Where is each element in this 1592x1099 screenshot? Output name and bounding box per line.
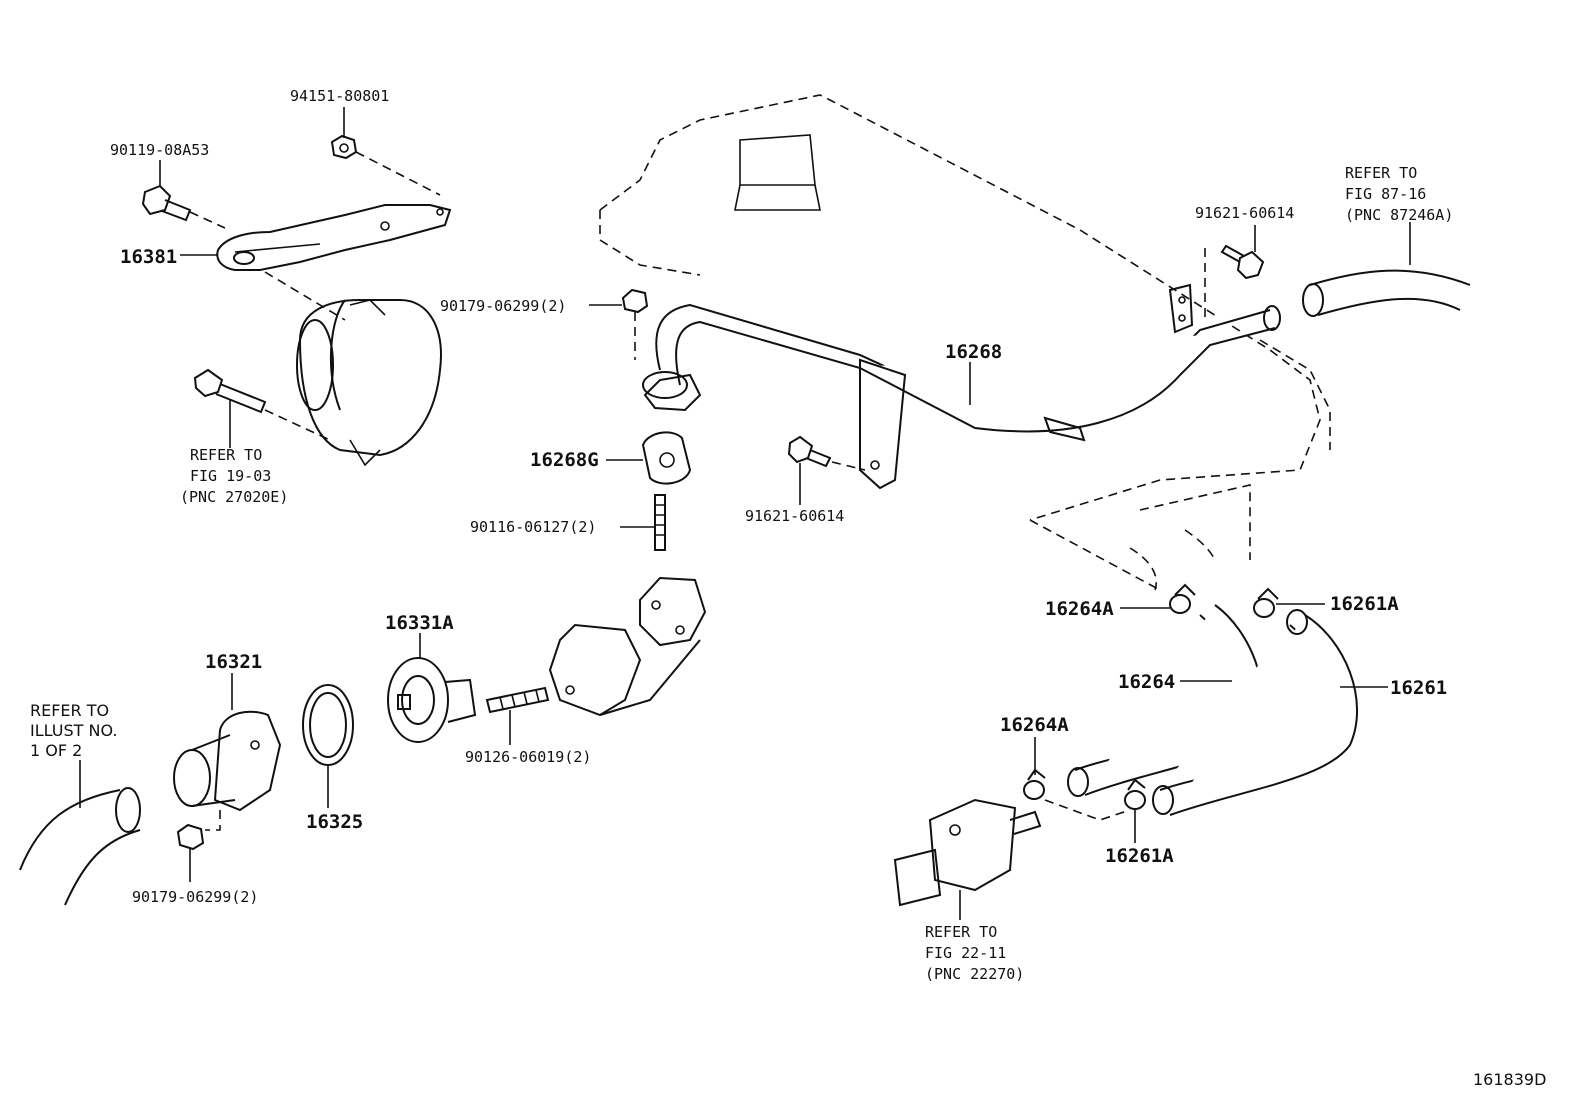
label-91621-60614-mid: 91621-60614 [745,507,844,525]
figure-id: 161839D [1473,1070,1546,1089]
label-94151-80801: 94151-80801 [290,87,389,105]
ref-22-11-line2: FIG 22-11 [925,944,1006,962]
ref-87-16-line1: REFER TO [1345,164,1417,182]
hose-16261[interactable] [1152,609,1359,816]
label-91621-60614-top: 91621-60614 [1195,204,1294,222]
ref-19-03-line2: FIG 19-03 [190,467,271,485]
engine-outline [599,94,1331,591]
label-16331A: 16331A [385,612,454,634]
water-pipe-16268[interactable] [642,283,1281,490]
label-16264: 16264 [1118,671,1175,693]
label-16268: 16268 [945,341,1002,363]
label-16381: 16381 [120,246,177,268]
label-90126-06019: 90126-06019(2) [465,748,591,766]
label-16261: 16261 [1390,677,1447,699]
bolt-91621-mid[interactable] [787,435,866,471]
label-16268G: 16268G [530,449,599,471]
ref-19-03-line1: REFER TO [190,446,262,464]
bracket-16381[interactable] [216,204,452,271]
label-16264A-low: 16264A [1000,714,1069,736]
label-90119-08A53: 90119-08A53 [110,141,209,159]
valve-ref-22-11 [893,798,1131,907]
gasket-16325[interactable] [302,684,354,766]
ref-22-11-line1: REFER TO [925,923,997,941]
label-90179-06299-low: 90179-06299(2) [132,888,258,906]
gasket-16268G[interactable] [641,431,692,485]
ref-22-11-line3: (PNC 22270) [925,965,1024,983]
alternator[interactable] [296,299,442,467]
label-16261A-low: 16261A [1105,845,1174,867]
ref-illust-line2: ILLUST NO. [30,721,117,740]
stud-90116-06127[interactable] [654,494,666,551]
nut-90179-top[interactable] [621,288,649,360]
hose-ref-87-16 [1302,269,1471,317]
ref-illust-line3: 1 OF 2 [30,741,82,760]
radiator-hose-ref [19,787,141,906]
bracket-leader-lines [189,151,441,321]
ref-illust-line1: REFER TO [30,701,109,720]
label-16321: 16321 [205,651,262,673]
stud-90126-06019[interactable] [485,686,550,714]
nut-94151-80801[interactable] [330,134,358,160]
ref-19-03-line3: (PNC 27020E) [180,488,288,506]
nut-90179-low[interactable] [176,810,221,851]
label-16261A-top: 16261A [1330,593,1399,615]
ref-87-16-line2: FIG 87-16 [1345,185,1426,203]
thermostat-16331A[interactable] [387,657,477,743]
label-16264A-top: 16264A [1045,598,1114,620]
inlet-16321[interactable] [173,710,282,812]
alternator-bolt[interactable] [193,368,331,448]
ref-87-16-line3: (PNC 87246A) [1345,206,1453,224]
leader-lines [79,107,1411,920]
label-16325: 16325 [306,811,363,833]
label-90116-06127: 90116-06127(2) [470,518,596,536]
label-90179-06299-top: 90179-06299(2) [440,297,566,315]
bolt-91621-top[interactable] [1204,244,1265,320]
water-outlet-housing [548,576,707,717]
bolt-90119-08A53[interactable] [141,184,192,222]
clamps[interactable] [1023,529,1279,810]
